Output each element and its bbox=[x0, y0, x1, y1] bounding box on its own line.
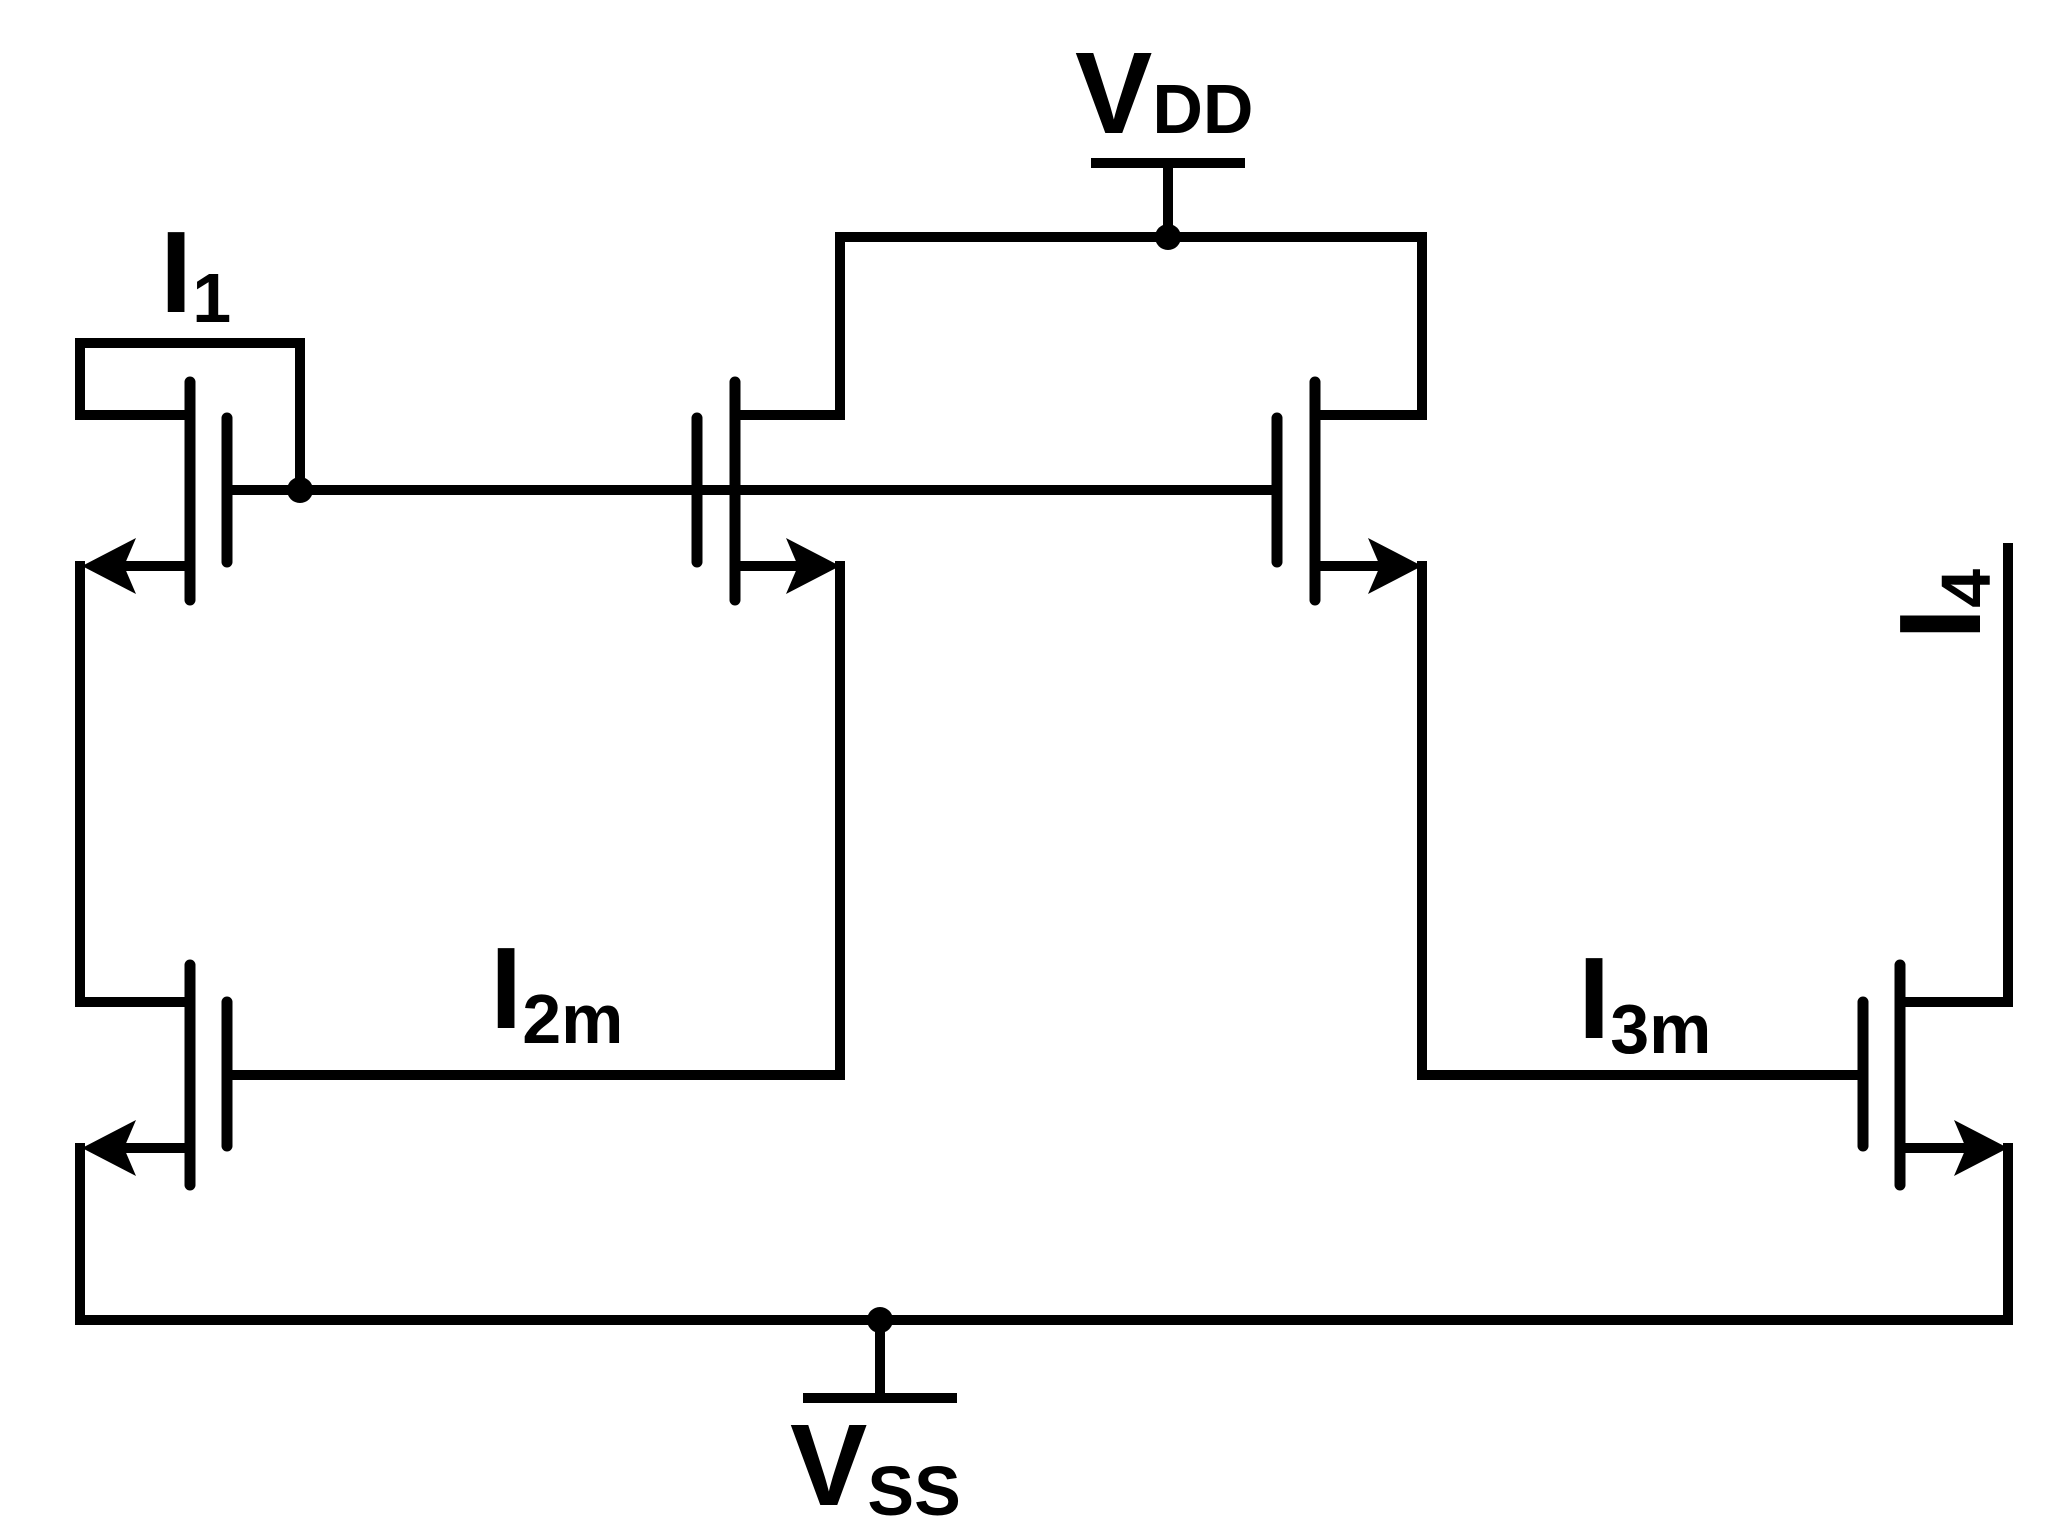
i2m-label-sub: 2m bbox=[522, 980, 623, 1058]
vdd-label-sub: DD bbox=[1152, 70, 1253, 148]
vss-label-main: V bbox=[790, 1400, 867, 1530]
i3m-label-main: I bbox=[1578, 933, 1610, 1063]
i1-label-main: I bbox=[160, 207, 192, 337]
wire-m1-to-m4 bbox=[75, 561, 195, 1007]
vss-label-sub: SS bbox=[867, 1452, 960, 1530]
wire-m2-to-m4-gate bbox=[222, 561, 845, 1080]
vdd-rail bbox=[835, 232, 1427, 420]
vss-supply bbox=[803, 1307, 957, 1403]
i1-label-sub: 1 bbox=[192, 259, 231, 337]
transistor-m1 bbox=[75, 338, 313, 606]
i4-label: I4 bbox=[1875, 569, 2005, 640]
i3m-label: I3m bbox=[1578, 933, 1711, 1068]
vdd-label: VDD bbox=[1075, 28, 1253, 158]
vdd-label-main: V bbox=[1075, 28, 1152, 158]
i2m-label: I2m bbox=[490, 923, 623, 1058]
wire-m3-to-m5-gate bbox=[1417, 561, 1868, 1080]
i4-label-sub: 4 bbox=[1927, 569, 2005, 608]
transistor-m3 bbox=[1271, 376, 1422, 606]
i4-label-main: I bbox=[1875, 608, 2005, 640]
transistor-m5 bbox=[1857, 543, 2013, 1191]
vss-rail bbox=[75, 1143, 2013, 1325]
i1-label: I1 bbox=[160, 207, 231, 337]
vss-label: VSS bbox=[790, 1400, 961, 1530]
transistor-m4 bbox=[82, 959, 233, 1191]
i3m-label-sub: 3m bbox=[1610, 990, 1711, 1068]
i2m-label-main: I bbox=[490, 923, 522, 1053]
